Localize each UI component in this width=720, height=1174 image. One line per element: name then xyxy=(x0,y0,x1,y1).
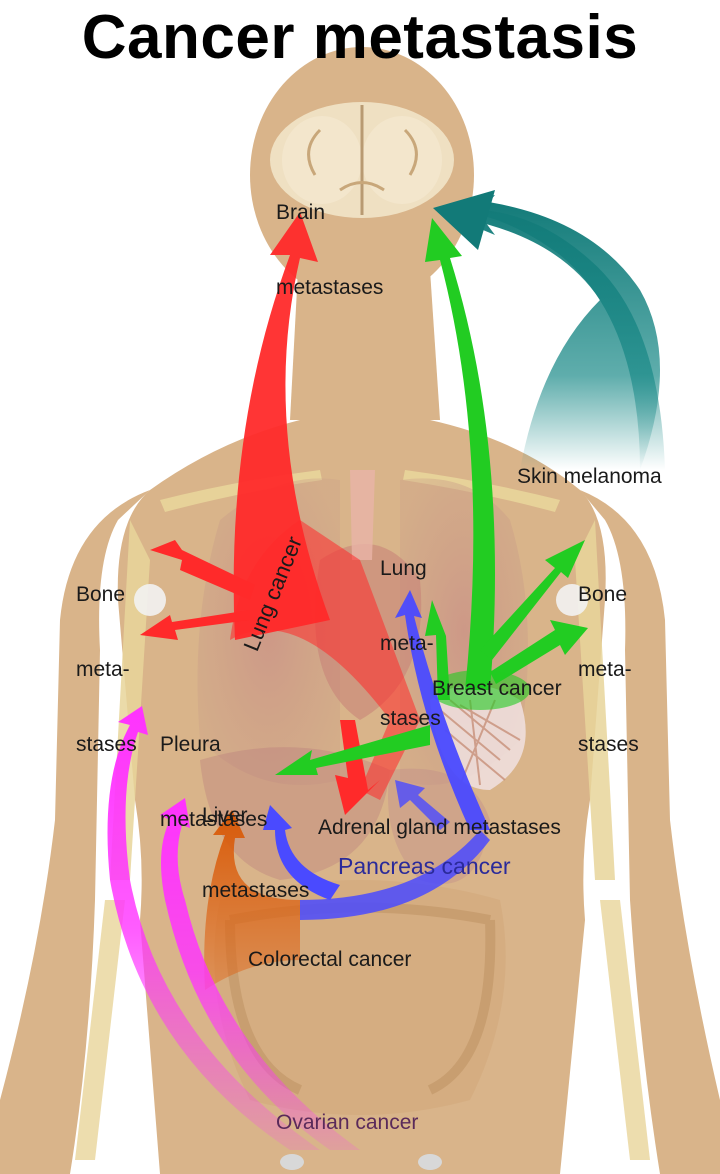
lung-arrow-base xyxy=(230,520,420,800)
right-hip-joint xyxy=(418,1154,442,1170)
right-humerus xyxy=(575,520,615,880)
brain-metastases-label: Brain metastases xyxy=(276,201,384,299)
ovarian-cancer-label: Ovarian cancer xyxy=(276,1111,419,1134)
pancreas-cancer-label: Pancreas cancer xyxy=(338,853,511,879)
skin-melanoma-label: Skin melanoma xyxy=(517,465,662,488)
left-hip-joint xyxy=(280,1154,304,1170)
breast-cancer-site xyxy=(430,670,530,710)
breast-to-bone-arrow-1 xyxy=(480,540,585,660)
breast-cancer-arrows xyxy=(275,218,588,775)
brain xyxy=(270,102,454,218)
tumor-texture xyxy=(439,699,521,786)
ovarian-to-pleura-arrow xyxy=(107,706,320,1150)
melanoma-arrow-body xyxy=(470,200,660,470)
left-forearm xyxy=(75,900,125,1160)
right-arm xyxy=(580,490,720,1174)
neck xyxy=(290,270,440,420)
colorectal-cancer-label: Colorectal cancer xyxy=(248,948,412,971)
ovarian-cancer-arrows xyxy=(107,706,360,1150)
pleura-metastases-label: Pleura metastases xyxy=(160,733,268,831)
lung-to-adrenal-arrow xyxy=(335,720,380,815)
colorectal-to-liver-arrow xyxy=(204,810,300,990)
ovarian-to-liver-arrow xyxy=(160,798,360,1150)
pancreas-arrow-body xyxy=(300,830,490,920)
breast-to-brain-arrow xyxy=(425,218,495,690)
pancreas-to-adrenal-arrow xyxy=(395,780,450,830)
bone-metastases-right-label: Bone meta- stases xyxy=(578,583,639,756)
breast-to-liver-arrow xyxy=(275,725,430,775)
breast-to-bone-arrow-2 xyxy=(490,620,588,684)
adrenal-gland-metastases-label: Adrenal gland metastases xyxy=(318,816,561,839)
melanoma-arrowhead xyxy=(433,190,495,250)
pancreas-to-lung-arrow xyxy=(395,590,490,830)
right-forearm xyxy=(600,900,650,1160)
right-shoulder-joint xyxy=(556,584,588,616)
lung-cancer-arrows xyxy=(140,212,420,815)
lung-metastases-label: Lung meta- stases xyxy=(380,557,441,730)
trachea xyxy=(350,470,375,560)
lung-to-brain-arrow xyxy=(233,212,330,640)
pancreas-to-liver-arrow xyxy=(263,805,340,900)
lung-to-bone-arrow-1 xyxy=(150,540,255,600)
breast-to-lung-arrow xyxy=(425,600,450,700)
liver-metastases-label: Liver metastases xyxy=(202,804,310,902)
left-shoulder-joint xyxy=(134,584,166,616)
left-arm xyxy=(0,490,150,1174)
breast-cancer-label: Breast cancer xyxy=(432,677,562,700)
bone-metastases-left-label: Bone meta- stases xyxy=(76,583,137,756)
diagram-title: Cancer metastasis xyxy=(81,3,639,72)
pancreas-cancer-arrows xyxy=(263,590,490,920)
lung-to-bone-arrow-2 xyxy=(140,610,250,640)
